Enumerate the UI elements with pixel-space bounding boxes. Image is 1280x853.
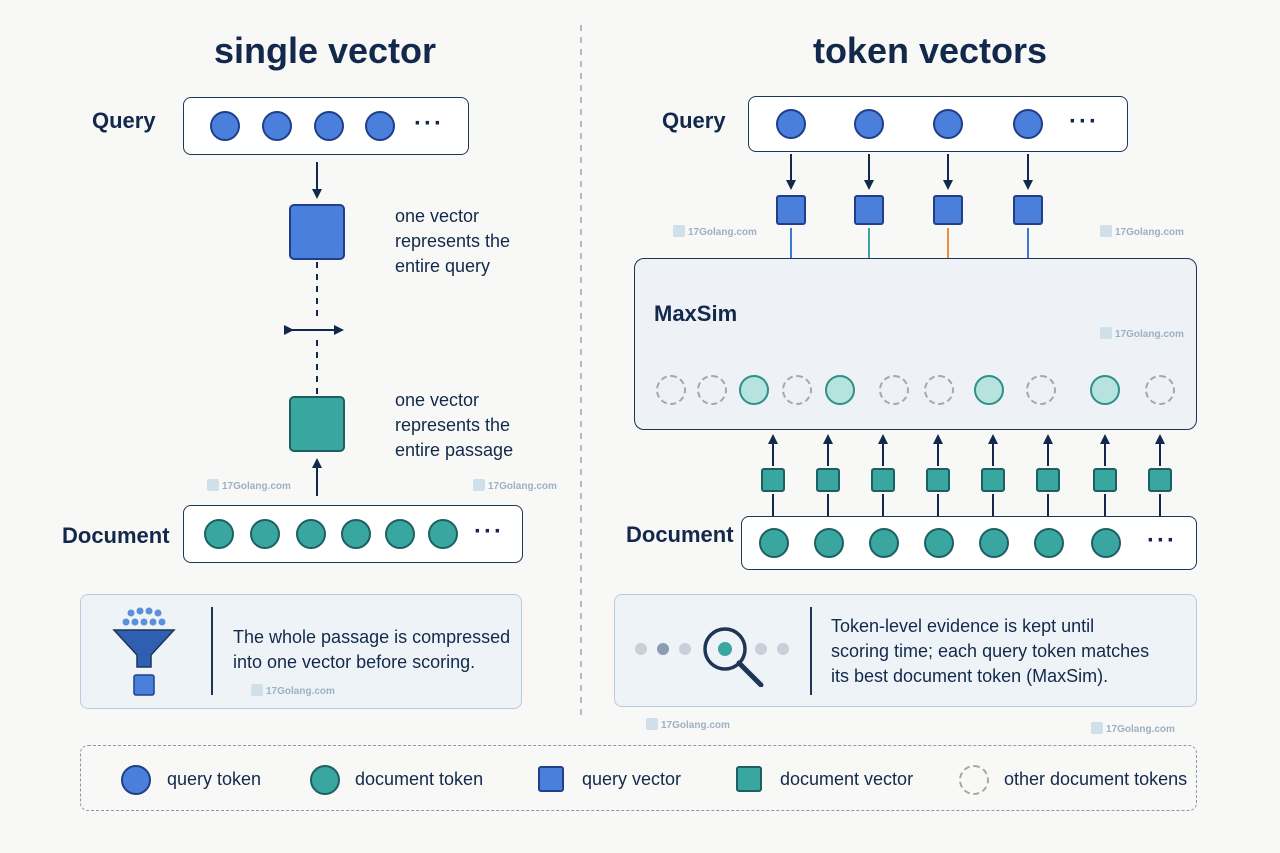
document-vector: [761, 468, 785, 492]
legend-document-token-label: document token: [355, 769, 484, 789]
left-document-label: Document: [62, 523, 170, 548]
document-token: [385, 519, 415, 549]
document-vector: [981, 468, 1005, 492]
document-token: [1034, 528, 1064, 558]
right-document-box: ···: [741, 516, 1197, 570]
watermark: 17Golang.com: [1100, 225, 1184, 238]
document-vector: [1093, 468, 1117, 492]
other-doc-token: [656, 375, 686, 405]
watermark: 17Golang.com: [207, 479, 291, 492]
query-token: [262, 111, 292, 141]
query-vector: [289, 204, 345, 260]
document-vector: [1148, 468, 1172, 492]
document-token: [204, 519, 234, 549]
legend-query-token-label: query token: [167, 769, 262, 789]
legend: query token document token query vector …: [80, 745, 1197, 811]
other-doc-token: [879, 375, 909, 405]
left-document-box: ···: [183, 505, 523, 563]
maxsim-box: MaxSim: [634, 258, 1197, 430]
watermark: 17Golang.com: [473, 479, 557, 492]
query-token: [365, 111, 395, 141]
legend-query-vector-icon: [538, 766, 564, 792]
right-document-label: Document: [626, 522, 734, 547]
document-token: [759, 528, 789, 558]
funnel-icon: [112, 607, 176, 696]
right-title: token vectors: [812, 30, 1048, 71]
query-token: [314, 111, 344, 141]
left-info-text: The whole passage is compressed into one…: [233, 627, 511, 672]
document-token: [924, 528, 954, 558]
info-divider: [810, 607, 812, 695]
other-doc-token: [697, 375, 727, 405]
document-vector: [289, 396, 345, 452]
document-token: [341, 519, 371, 549]
document-vector: [871, 468, 895, 492]
query-token: [776, 109, 806, 139]
other-doc-token: [1026, 375, 1056, 405]
right-query-box: ···: [748, 96, 1128, 152]
document-token: [979, 528, 1009, 558]
document-vector: [816, 468, 840, 492]
matched-doc-token: [974, 375, 1004, 405]
matched-doc-token: [825, 375, 855, 405]
watermark: 17Golang.com: [673, 225, 757, 238]
query-vector: [776, 195, 806, 225]
document-vector: [926, 468, 950, 492]
document-token: [869, 528, 899, 558]
right-info-text: Token-level evidence is kept until scori…: [831, 616, 1150, 686]
document-token: [814, 528, 844, 558]
maxsim-label: MaxSim: [654, 301, 738, 326]
right-info-box: Token-level evidence is kept until scori…: [614, 594, 1197, 707]
document-token: [428, 519, 458, 549]
legend-other-tokens-icon: [959, 765, 989, 795]
query-vector-note: one vector represents the entire query: [395, 206, 511, 276]
right-query-label: Query: [662, 108, 726, 133]
magnifier-icon: [635, 627, 789, 687]
ellipsis: ···: [1147, 527, 1177, 554]
query-vector: [1013, 195, 1043, 225]
watermark: 17Golang.com: [251, 684, 335, 697]
document-token: [296, 519, 326, 549]
ellipsis: ···: [414, 110, 444, 137]
query-token: [1013, 109, 1043, 139]
left-query-box: ···: [183, 97, 469, 155]
document-vector: [1036, 468, 1060, 492]
legend-query-vector-label: query vector: [582, 769, 682, 789]
other-doc-token: [782, 375, 812, 405]
doc-vector-note: one vector represents the entire passage: [395, 390, 514, 460]
query-vector: [854, 195, 884, 225]
matched-doc-token: [1090, 375, 1120, 405]
watermark: 17Golang.com: [1100, 327, 1184, 340]
left-query-label: Query: [92, 108, 156, 133]
watermark: 17Golang.com: [1091, 722, 1175, 735]
other-doc-token: [1145, 375, 1175, 405]
document-token: [250, 519, 280, 549]
other-doc-token: [924, 375, 954, 405]
query-token: [854, 109, 884, 139]
ellipsis: ···: [1069, 108, 1099, 135]
ellipsis: ···: [474, 518, 504, 545]
legend-query-token-icon: [121, 765, 151, 795]
query-token: [210, 111, 240, 141]
document-token: [1091, 528, 1121, 558]
query-token: [933, 109, 963, 139]
watermark: 17Golang.com: [646, 718, 730, 731]
left-title: single vector: [213, 30, 437, 71]
legend-document-vector-icon: [736, 766, 762, 792]
legend-document-vector-label: document vector: [780, 769, 914, 789]
matched-doc-token: [739, 375, 769, 405]
legend-other-tokens-label: other document tokens: [1004, 769, 1188, 789]
query-vector: [933, 195, 963, 225]
legend-document-token-icon: [310, 765, 340, 795]
info-divider: [211, 607, 213, 695]
